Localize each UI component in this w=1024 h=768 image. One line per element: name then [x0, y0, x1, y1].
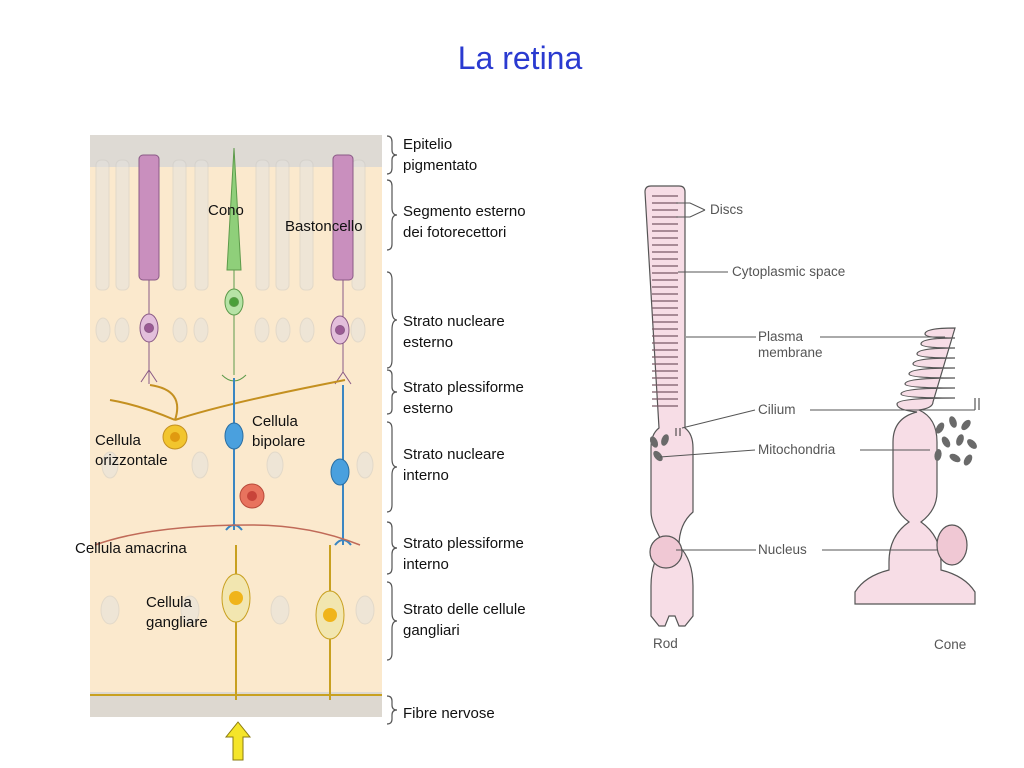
layer-label-text: Strato delle cellule gangliari: [403, 601, 526, 639]
ganglion-cells: [90, 545, 382, 700]
layer-label-inner-plexiform: Strato plessiforme interno: [403, 533, 524, 575]
layer-label-text: Strato nucleare esterno: [403, 313, 505, 351]
cone-mitochondria: [934, 416, 977, 466]
label-cone: Cone: [934, 637, 967, 652]
layer-label-outer-plexiform: Strato plessiforme esterno: [403, 377, 524, 419]
layer-label-text: Strato plessiforme esterno: [403, 379, 524, 417]
rod-discs: [652, 195, 678, 407]
label-mitochondria: Mitochondria: [758, 442, 836, 457]
layer-label-pigment-epithelium: Epitelio pigmentato: [403, 134, 477, 176]
rod-cell-right: [330, 154, 354, 385]
layer-label-text: Epitelio pigmentato: [403, 136, 478, 174]
cone-drawing: [854, 327, 980, 605]
label-plasma-membrane: Plasma membrane: [758, 329, 823, 360]
layer-label-outer-segment: Segmento esterno dei fotorecettori: [403, 201, 526, 243]
leader-lines: [659, 202, 975, 551]
rod-cell-left: [138, 154, 160, 384]
amacrine-cell: [94, 483, 361, 546]
rod-mitochondria: [649, 434, 669, 462]
layer-braces: [386, 135, 398, 725]
layer-label-text: Strato nucleare interno: [403, 446, 505, 484]
cone-cell: [221, 147, 247, 382]
layer-label-outer-nuclear: Strato nucleare esterno: [403, 311, 505, 353]
layer-label-text: Strato plessiforme interno: [403, 535, 524, 573]
layer-label-nerve-fibers: Fibre nervose: [403, 703, 495, 724]
layer-label-inner-nuclear: Strato nucleare interno: [403, 444, 505, 486]
cell-label-amacrine: Cellula amacrina: [75, 540, 187, 557]
layer-label-text: Fibre nervose: [403, 705, 495, 722]
bipolar-cells: [224, 378, 352, 546]
layer-label-text: Segmento esterno dei fotorecettori: [403, 203, 526, 241]
cell-label-ganglion: Cellula gangliare: [146, 594, 208, 631]
cell-label-horizontal: Cellula orizzontale: [95, 432, 168, 469]
label-rod: Rod: [653, 636, 678, 651]
cell-label-cone: Cono: [208, 202, 244, 219]
label-discs: Discs: [710, 202, 743, 217]
light-arrow: [224, 721, 252, 761]
cell-label-rod: Bastoncello: [285, 218, 363, 235]
rod-drawing: [644, 185, 694, 627]
slide-title: La retina: [457, 40, 583, 76]
label-cilium: Cilium: [758, 402, 796, 417]
layer-label-ganglion-cell: Strato delle cellule gangliari: [403, 599, 526, 641]
label-nucleus: Nucleus: [758, 542, 807, 557]
background-photoreceptors: [95, 159, 375, 625]
cell-label-bipolar: Cellula bipolare: [252, 413, 306, 450]
label-cytoplasmic-space: Cytoplasmic space: [732, 264, 846, 279]
